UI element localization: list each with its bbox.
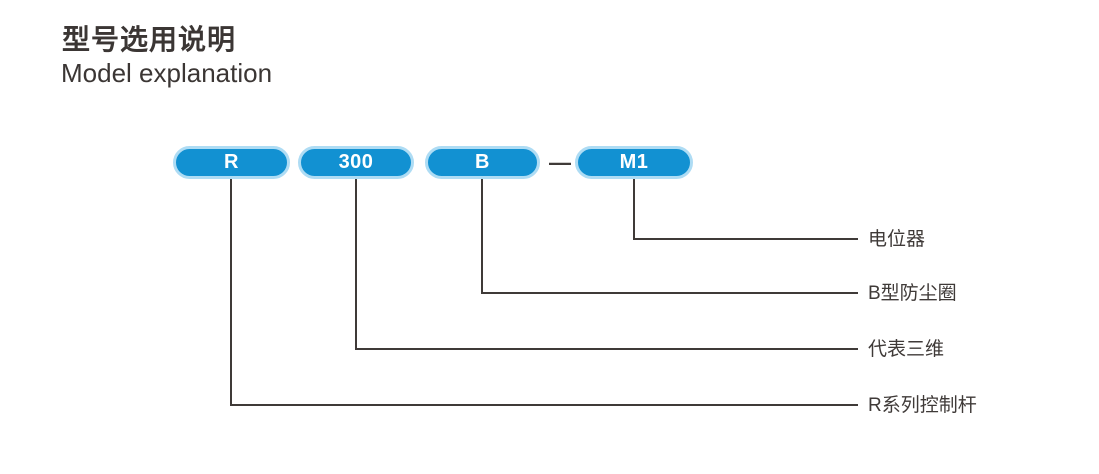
model-code-pill-m1: M1 — [575, 146, 693, 179]
page-title: 型号选用说明 — [62, 24, 237, 55]
page-subtitle: Model explanation — [61, 58, 273, 88]
model-code-pill-r: R — [173, 146, 290, 179]
segment-meaning-b: B型防尘圈 — [868, 283, 957, 304]
leader-line-m1 — [633, 179, 858, 240]
segment-meaning-300: 代表三维 — [868, 339, 945, 360]
segment-meaning-r: R系列控制杆 — [868, 395, 977, 416]
model-code-pill-300: 300 — [298, 146, 414, 179]
leader-line-r — [230, 179, 858, 406]
segment-meaning-m1: 电位器 — [868, 229, 926, 250]
leader-line-b — [481, 179, 858, 294]
model-code-pill-b: B — [425, 146, 540, 179]
separator-dash: — — [549, 150, 571, 175]
leader-line-300 — [355, 179, 858, 350]
